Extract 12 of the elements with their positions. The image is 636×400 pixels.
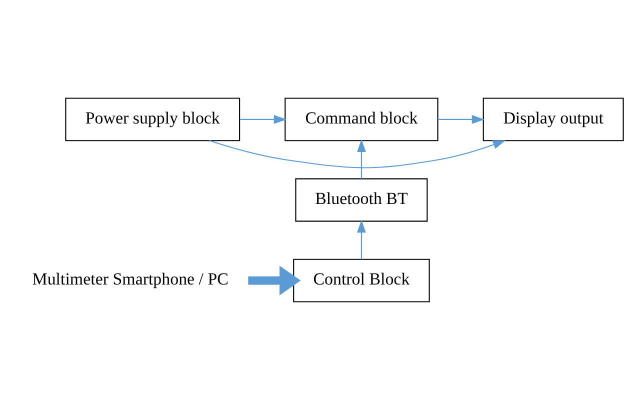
node-box: Power supply block — [65, 98, 240, 142]
arrow — [240, 114, 287, 124]
node-box: Control Block — [293, 258, 430, 302]
arrow — [357, 220, 366, 260]
node-text: Multimeter Smartphone / PC — [32, 270, 228, 289]
arrow — [357, 139, 366, 179]
node-box: Command block — [284, 98, 438, 142]
arrow — [438, 114, 485, 124]
arrow — [248, 266, 301, 296]
node-box: Display output — [482, 98, 624, 142]
node-box: Bluetooth BT — [295, 178, 428, 222]
arrow — [209, 140, 506, 168]
